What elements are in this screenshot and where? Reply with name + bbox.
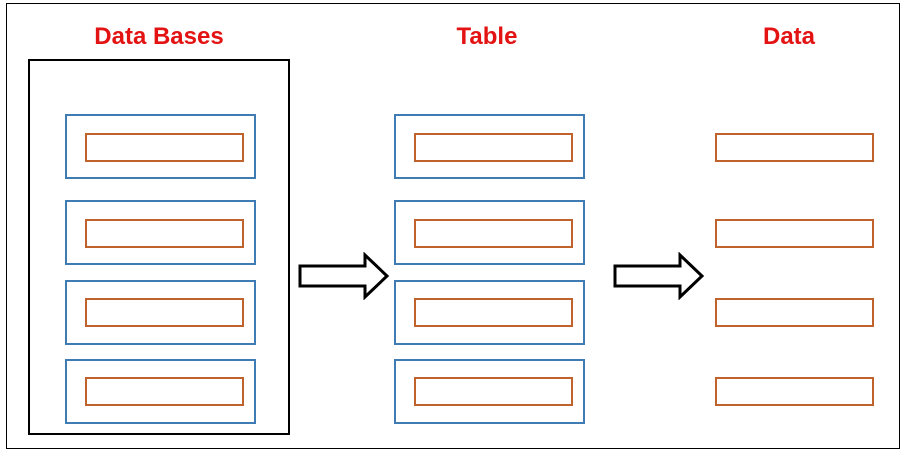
table-record-box <box>414 377 573 406</box>
table-record-box <box>414 298 573 327</box>
data-record-box <box>715 219 874 248</box>
table-record-box <box>414 133 573 162</box>
diagram-frame <box>6 3 900 449</box>
heading-table: Table <box>456 23 518 50</box>
table-record-box <box>414 219 573 248</box>
table-box <box>394 280 585 345</box>
database-record-box <box>85 377 244 406</box>
table-box <box>394 359 585 424</box>
table-box <box>394 114 585 179</box>
data-record-box <box>715 133 874 162</box>
database-box <box>65 359 256 424</box>
data-record-box <box>715 298 874 327</box>
heading-data-bases: Data Bases <box>94 23 224 50</box>
database-record-box <box>85 133 244 162</box>
database-box <box>65 114 256 179</box>
right-arrow-icon <box>298 252 390 300</box>
data-record-box <box>715 377 874 406</box>
databases-container <box>28 59 290 435</box>
table-box <box>394 200 585 265</box>
database-box <box>65 280 256 345</box>
database-record-box <box>85 298 244 327</box>
heading-data: Data <box>762 23 816 50</box>
database-record-box <box>85 219 244 248</box>
database-box <box>65 200 256 265</box>
right-arrow-icon <box>613 252 705 300</box>
